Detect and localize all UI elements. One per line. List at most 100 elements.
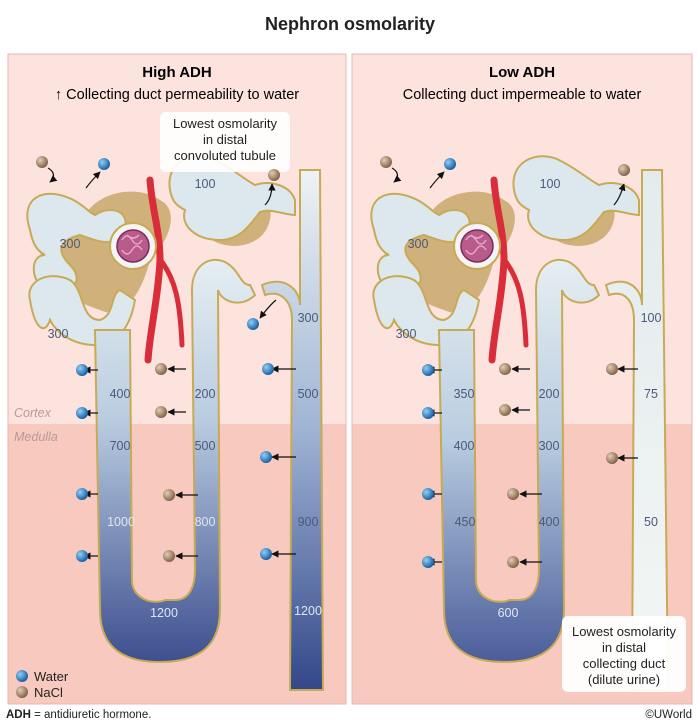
proximal-convoluted-tubule xyxy=(26,192,127,295)
callout-line-1: Lowest osmolarity xyxy=(572,624,677,639)
nacl-dot xyxy=(606,363,618,375)
osm-cd-4: 1200 xyxy=(294,604,322,618)
osm-desc-3: 450 xyxy=(455,515,476,529)
callout-line-4: (dilute urine) xyxy=(588,672,660,687)
loop-of-henle xyxy=(93,258,257,664)
osm-cd-3: 900 xyxy=(298,515,319,529)
water-dot xyxy=(76,407,88,419)
water-efflux-collecting-duct xyxy=(259,299,296,558)
water-dot xyxy=(260,451,272,463)
water-dot xyxy=(76,488,88,500)
osm-pct-upper: 300 xyxy=(408,237,429,251)
osm-loop: 1200 xyxy=(150,606,178,620)
proximal-convoluted-tubule xyxy=(370,192,471,295)
panel-heading: High ADH xyxy=(142,64,211,81)
osm-asc-3: 800 xyxy=(195,515,216,529)
water-dot xyxy=(260,548,272,560)
water-dot xyxy=(98,158,110,170)
molecules-low-adh xyxy=(380,156,630,568)
nacl-efflux-ascending xyxy=(511,365,542,566)
nacl-dot xyxy=(507,488,519,500)
panel-high-adh: High ADH ↑ Collecting duct permeability … xyxy=(7,53,347,705)
footnote: ADH = antidiuretic hormone. xyxy=(6,709,151,721)
nacl-dot xyxy=(499,363,511,375)
legend-nacl-label: NaCl xyxy=(34,685,63,700)
water-dot xyxy=(422,488,434,500)
legend-water-icon xyxy=(16,670,28,682)
osm-asc-1: 200 xyxy=(195,387,216,401)
cortex-label: Cortex xyxy=(14,406,52,420)
water-dot xyxy=(262,363,274,375)
nacl-dot xyxy=(380,156,392,168)
footnote-definition: = antidiuretic hormone. xyxy=(30,709,152,721)
osm-cd-1: 100 xyxy=(641,311,662,325)
osm-desc-1: 400 xyxy=(110,387,131,401)
nacl-dot xyxy=(606,452,618,464)
nacl-dot xyxy=(155,363,167,375)
legend-nacl-icon xyxy=(16,686,28,698)
nacl-efflux-collecting-duct xyxy=(617,365,638,462)
nacl-efflux-ascending xyxy=(167,365,198,560)
nacl-dot xyxy=(163,489,175,501)
osm-pct-lower: 300 xyxy=(396,327,417,341)
osm-loop: 600 xyxy=(498,606,519,620)
glomerulus xyxy=(460,229,494,263)
nacl-dot xyxy=(618,164,630,176)
legend-water-label: Water xyxy=(34,669,69,684)
osm-desc-2: 400 xyxy=(454,439,475,453)
panel-heading: Low ADH xyxy=(489,64,555,81)
osm-dct: 100 xyxy=(195,177,216,191)
callout-box xyxy=(160,112,290,172)
nacl-dot xyxy=(36,156,48,168)
osm-pct-lower: 300 xyxy=(48,327,69,341)
osm-cd-3: 50 xyxy=(644,515,658,529)
proximal-tubule-lower xyxy=(372,275,481,347)
panel-subtitle: Collecting duct impermeable to water xyxy=(403,87,642,103)
medulla-label: Medulla xyxy=(14,430,58,444)
osm-asc-3: 400 xyxy=(539,515,560,529)
distal-convoluted-tubule xyxy=(512,155,640,242)
afferent-arteriole xyxy=(144,176,164,364)
osm-desc-3: 1000 xyxy=(107,515,135,529)
osm-cd-2: 500 xyxy=(298,387,319,401)
osm-asc-1: 200 xyxy=(539,387,560,401)
callout-line-3: collecting duct xyxy=(583,656,666,671)
water-dot xyxy=(444,158,456,170)
water-dot xyxy=(76,364,88,376)
nacl-dot xyxy=(268,169,280,181)
callout-line-2: in distal xyxy=(602,640,646,655)
osm-asc-2: 500 xyxy=(195,439,216,453)
afferent-arteriole xyxy=(488,176,508,364)
callout-line-3: convoluted tubule xyxy=(174,148,276,163)
water-dot xyxy=(76,550,88,562)
nacl-dot xyxy=(507,556,519,568)
osm-cd-2: 75 xyxy=(644,387,658,401)
water-dot xyxy=(422,556,434,568)
callout-box xyxy=(562,616,686,692)
efferent-arteriole xyxy=(503,259,529,348)
collecting-duct xyxy=(260,169,325,691)
callout-line-2: in distal xyxy=(203,132,247,147)
efferent-arteriole xyxy=(159,259,185,348)
collecting-duct xyxy=(604,169,670,691)
proximal-tubule-lower xyxy=(28,275,137,347)
nacl-dot xyxy=(155,406,167,418)
footnote-abbr: ADH xyxy=(6,709,31,721)
water-dot xyxy=(422,407,434,419)
nacl-dot xyxy=(163,550,175,562)
figure-title: Nephron osmolarity xyxy=(264,14,436,34)
osm-asc-2: 300 xyxy=(539,439,560,453)
osm-desc-1: 350 xyxy=(454,387,475,401)
loop-of-henle xyxy=(437,258,601,664)
osm-pct-upper: 300 xyxy=(60,237,81,251)
callout-line-1: Lowest osmolarity xyxy=(173,116,278,131)
copyright: ©UWorld xyxy=(645,709,692,721)
osm-dct: 100 xyxy=(540,177,561,191)
nacl-dot xyxy=(499,404,511,416)
molecules-high-adh xyxy=(36,156,280,562)
water-dot xyxy=(247,318,259,330)
water-dot xyxy=(422,364,434,376)
panel-subtitle: ↑ Collecting duct permeability to water xyxy=(55,87,299,103)
osm-cd-1: 300 xyxy=(298,311,319,325)
